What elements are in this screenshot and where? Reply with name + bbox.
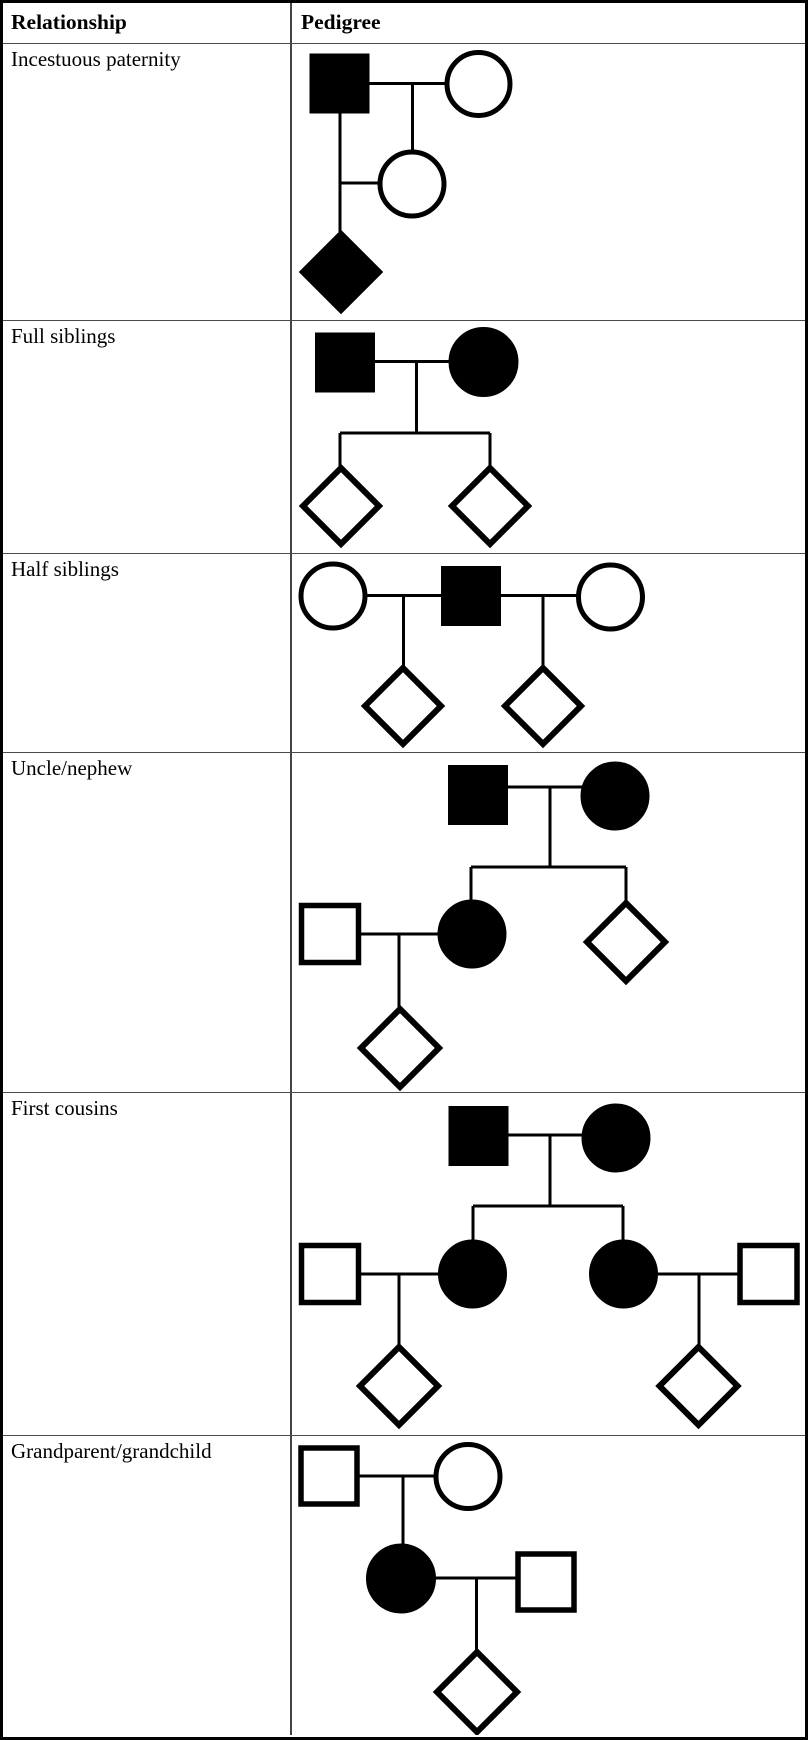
grandmother-female-symbol bbox=[580, 761, 650, 831]
table-row: Incestuous paternity bbox=[3, 43, 805, 320]
half-sibling-1-unknown-sex-symbol bbox=[360, 663, 446, 749]
father-1-male-symbol bbox=[298, 1242, 362, 1306]
grandmother-female-symbol bbox=[581, 1103, 651, 1173]
nephew-unknown-sex-symbol bbox=[356, 1004, 444, 1092]
mother-2-female-symbol bbox=[576, 562, 645, 632]
mother-female-symbol bbox=[437, 899, 507, 969]
table-row: Half siblings bbox=[3, 553, 805, 752]
father-2-male-symbol bbox=[737, 1242, 800, 1306]
table-row: Uncle/nephew bbox=[3, 752, 805, 1092]
pedigree-diagram bbox=[298, 761, 670, 1092]
pedigree-cell bbox=[292, 44, 805, 320]
uncle-unknown-sex-symbol bbox=[582, 898, 670, 986]
relationship-label: Full siblings bbox=[3, 321, 292, 553]
father-male-symbol bbox=[309, 53, 370, 114]
header-relationship: Relationship bbox=[3, 3, 292, 43]
relationship-label: Grandparent/grandchild bbox=[3, 1436, 292, 1735]
pedigree-cell bbox=[292, 753, 805, 1092]
grandchild-unknown-sex-symbol bbox=[432, 1647, 522, 1735]
pedigree-diagram bbox=[298, 561, 645, 749]
table-row: First cousins bbox=[3, 1092, 805, 1435]
table-row: Full siblings bbox=[3, 320, 805, 553]
mother-1-female-symbol bbox=[298, 561, 368, 631]
table-header-row: Relationship Pedigree bbox=[3, 3, 805, 43]
pedigree-diagram bbox=[298, 1103, 800, 1430]
mother-female-symbol bbox=[448, 327, 519, 397]
pedigree-cell bbox=[292, 321, 805, 553]
grandmother-female-symbol bbox=[433, 1442, 503, 1511]
grandfather-male-symbol bbox=[298, 1445, 360, 1507]
daughter-female-symbol bbox=[377, 149, 447, 219]
header-pedigree: Pedigree bbox=[301, 10, 381, 34]
pedigree-diagram bbox=[298, 327, 533, 549]
relationship-label: First cousins bbox=[3, 1093, 292, 1435]
grandfather-male-symbol bbox=[448, 1106, 509, 1166]
father-male-symbol bbox=[515, 1551, 577, 1613]
pedigree-cell bbox=[292, 554, 805, 752]
child-unknown-sex-symbol bbox=[298, 229, 384, 315]
pedigree-diagram bbox=[298, 1442, 577, 1735]
mother-female-symbol bbox=[444, 50, 513, 118]
mother-female-symbol bbox=[366, 1543, 436, 1614]
father-male-symbol bbox=[441, 566, 501, 626]
father-male-symbol bbox=[315, 332, 375, 393]
pedigree-cell bbox=[292, 1093, 805, 1435]
mother-1-female-symbol bbox=[438, 1239, 507, 1309]
sibling-1-unknown-sex-symbol bbox=[298, 463, 384, 549]
table-row: Grandparent/grandchild bbox=[3, 1435, 805, 1735]
relationship-label: Uncle/nephew bbox=[3, 753, 292, 1092]
grandfather-male-symbol bbox=[448, 765, 508, 825]
pedigree-cell bbox=[292, 1436, 805, 1735]
relationship-label: Half siblings bbox=[3, 554, 292, 752]
mother-2-female-symbol bbox=[589, 1239, 658, 1309]
pedigree-diagram bbox=[298, 50, 513, 315]
cousin-2-unknown-sex-symbol bbox=[655, 1342, 742, 1430]
sibling-2-unknown-sex-symbol bbox=[447, 463, 533, 549]
father-male-symbol bbox=[298, 902, 362, 966]
cousin-1-unknown-sex-symbol bbox=[355, 1342, 443, 1430]
relationship-label: Incestuous paternity bbox=[3, 44, 292, 320]
half-sibling-2-unknown-sex-symbol bbox=[500, 663, 586, 749]
